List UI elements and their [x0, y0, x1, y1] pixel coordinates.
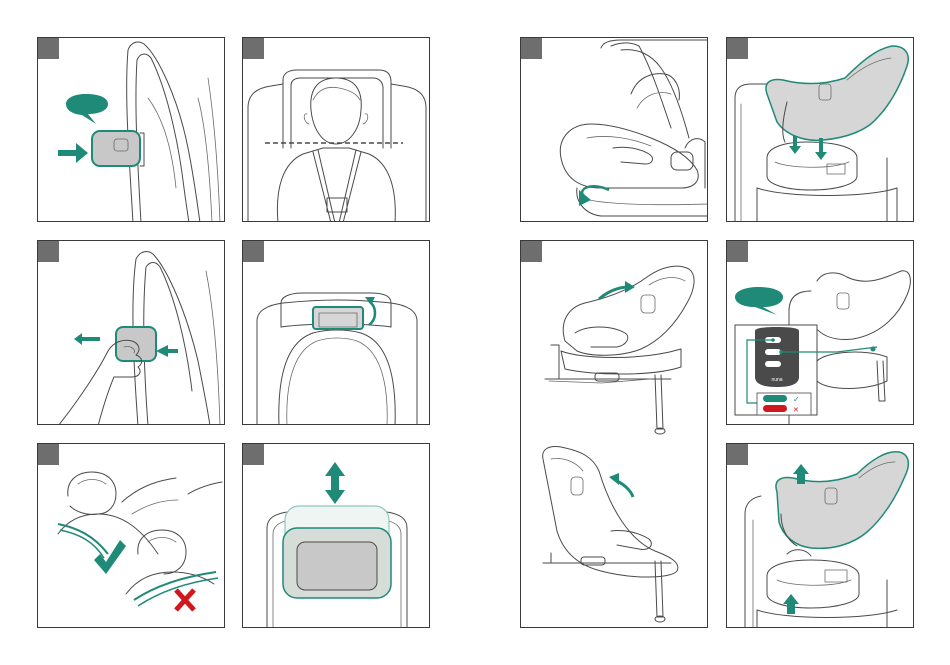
step-panel-3: [37, 240, 225, 425]
arrow-icon: [74, 333, 100, 345]
curved-arrow-icon: [625, 281, 635, 293]
step-badge: [521, 241, 542, 262]
step-badge: [727, 241, 748, 262]
check-icon: ✓: [793, 395, 800, 404]
double-arrow-icon: [325, 462, 345, 504]
step-badge: [243, 241, 264, 262]
headrest-handle-illustration: [243, 241, 430, 425]
arrow-icon: [156, 345, 178, 357]
harness-check-illustration: [38, 444, 225, 628]
seat-reclined-illustration: [543, 447, 678, 623]
step-panel-10: nuna ✓ ✕: [726, 240, 914, 425]
step-panel-5: [37, 443, 225, 628]
lift-seat-illustration: [727, 444, 914, 628]
pull-button-illustration: [38, 241, 225, 425]
step-panel-9: [520, 240, 708, 628]
step-panel-6: [242, 443, 430, 628]
step-panel-8: [726, 37, 914, 222]
arrow-icon: [815, 138, 827, 160]
cross-icon: [176, 590, 194, 610]
seat-rotation-illustration: [521, 38, 708, 222]
speech-bubble-icon: [735, 287, 783, 315]
step-badge: [727, 444, 748, 465]
step-badge: [243, 444, 264, 465]
step-panel-11: [726, 443, 914, 628]
headrest-adjust-illustration: [243, 444, 430, 628]
step-panel-7: [520, 37, 708, 222]
curved-arrow-icon: [609, 473, 619, 485]
arrow-icon: [783, 594, 799, 614]
step-panel-1: [37, 37, 225, 222]
arrow-icon: [58, 143, 88, 163]
step-panel-2: [242, 37, 430, 222]
recline-positions-illustration: [521, 241, 708, 628]
child-in-seat-illustration: [243, 38, 430, 222]
cross-icon: ✕: [793, 406, 799, 414]
step-badge: [727, 38, 748, 59]
seat-on-base-illustration: [727, 38, 914, 222]
step-badge: [521, 38, 542, 59]
step-badge: [243, 38, 264, 59]
seat-upright-illustration: [545, 266, 694, 434]
arrow-icon: [789, 136, 801, 154]
step-badge: [38, 444, 59, 465]
curved-arrow-icon: [579, 190, 591, 206]
step-panel-4: [242, 240, 430, 425]
device-label: nuna: [771, 377, 782, 383]
step-badge: [38, 241, 59, 262]
speech-bubble-icon: [66, 94, 108, 124]
seat-side-illustration: [38, 38, 225, 222]
indicator-check-illustration: nuna ✓ ✕: [727, 241, 914, 425]
step-badge: [38, 38, 59, 59]
release-button-icon: [92, 131, 140, 166]
